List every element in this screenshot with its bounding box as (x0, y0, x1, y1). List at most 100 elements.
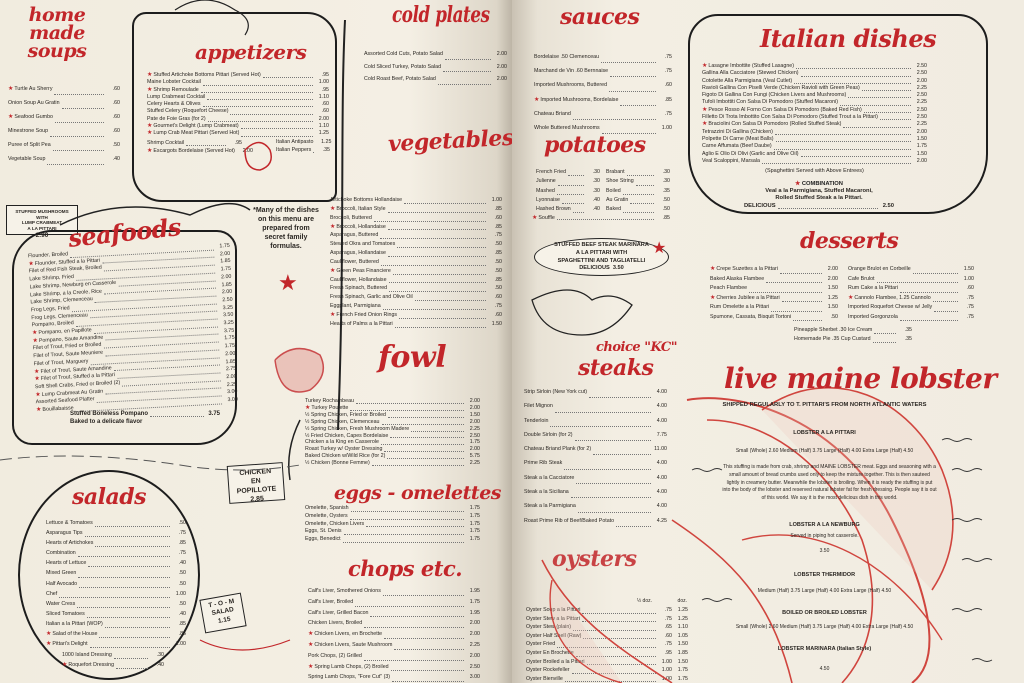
menu-item-price: .60 (112, 100, 120, 106)
menu-item-price: .60 (664, 82, 672, 89)
dotted-leader (557, 184, 584, 186)
menu-item-price: .75 (664, 68, 672, 75)
secret-formulas-note: *Many of the dishes on this menu are pre… (253, 207, 319, 251)
menu-item-name: Eggs, St. Denis (305, 528, 342, 536)
menu-item-label: Whole Buttered Mushrooms (534, 125, 600, 132)
menu-item-name: Strip Sirloin (New York cut) (524, 385, 587, 399)
sauces-list: Bordelaise .50 Clemenceau .75 Marchand de … (534, 50, 672, 135)
menu-item-price: 1.00 (175, 641, 186, 648)
dotted-leader (581, 621, 656, 623)
menu-item-label: Steak a la Cacciatore (524, 474, 575, 481)
menu-item: Broccoli, Buttered.60 (330, 214, 502, 223)
lobster-newburg-name: LOBSTER A LA NEWBURG (789, 522, 860, 528)
dotted-leader (399, 317, 486, 319)
dotted-leader (382, 308, 486, 310)
menu-item-name: Stuffed Celery (Roquefort Cheese) (147, 108, 228, 115)
menu-item-name: Marchand de Vin .60 Bernnaise (534, 64, 608, 78)
dotted-leader (262, 77, 313, 79)
menu-item-name: Hearts of Palms a la Pittari (330, 320, 393, 329)
menu-item-name: Shrimp Cocktail (147, 139, 184, 147)
menu-item: Italian a la Pittari (WOP).85 (46, 619, 186, 629)
menu-item: Cotolette Alla Parmigiana (Veal Cutlet)2… (702, 78, 927, 85)
menu-item-price: 2.50 (916, 106, 927, 113)
menu-item-price: 2.50 (916, 92, 927, 99)
menu-item-label: ½ Spring Chicken, Clemenceau (305, 418, 380, 425)
menu-item-label: Lyonnaise (536, 196, 560, 203)
dotted-leader (411, 430, 464, 432)
menu-item-label: Onion Soup Au Gratin (8, 100, 60, 106)
menu-item-price: .60 (112, 86, 120, 92)
menu-item-name: Orange Brulot en Corbeille (848, 265, 911, 275)
menu-item-label: Lasagne Imbottite (Stuffed Lasagne) (708, 63, 794, 69)
dotted-leader (800, 75, 911, 77)
menu-item-name: Lump Crabmeat Cocktail (147, 94, 205, 101)
menu-item-name: ★Broccoli, Italian Style (330, 205, 386, 214)
menu-item-price: .65 (664, 624, 672, 631)
lobster-subtitle: SHIPPED REGULARLY TO T. PITTARI'S FROM N… (722, 402, 927, 408)
menu-item-name: ★Chicken Livers, Saute Mushroom (308, 640, 392, 651)
menu-item-price: 2.00 (916, 128, 927, 135)
menu-item-label: Cherries Jubilee a la Pittari (716, 294, 780, 301)
menu-item: ★Gourmet's Delight (Lump Crabmeat)1.10 (147, 123, 329, 130)
menu-item-price: 7.75 (656, 431, 667, 438)
menu-item-name: Bordelaise .50 Clemenceau (534, 50, 599, 64)
dotted-leader (571, 672, 656, 674)
menu-item-price-dozen: 1.75 (677, 667, 688, 674)
menu-item: Tufoli Imbottiti Con Salsa Di Pomodoro (… (702, 99, 927, 106)
star-icon: ★ (147, 86, 153, 93)
lobster-pittari-name: LOBSTER A LA PITTARI (793, 430, 856, 436)
menu-item-label: Roast Prime Rib of Beef/Baked Potato (524, 517, 615, 524)
menu-item-name: Puree of Split Pea (8, 138, 51, 152)
dotted-leader (382, 594, 464, 596)
menu-item-price: .30 (156, 652, 164, 658)
dotted-leader (572, 119, 656, 121)
dotted-leader (387, 211, 486, 213)
menu-item-name: Hashed Brown (536, 205, 571, 214)
menu-item-price: 4.00 (656, 503, 667, 510)
special-line: DELICIOUS (579, 265, 610, 272)
dotted-leader (574, 440, 651, 442)
menu-item-name: Chateau Briand Plank (for 2) (524, 442, 591, 456)
lobster-boiled-sizes: Small (Whole) 2.60 Medium (Half) 3.75 La… (735, 624, 914, 630)
menu-item-name: Chef (46, 589, 57, 599)
menu-item-name: Cafe Brulot (848, 275, 875, 285)
menu-item-name: ★Turtle Au Sherry (8, 82, 52, 96)
menu-item: Brabant.30 (606, 168, 670, 177)
dotted-leader (863, 112, 911, 114)
dotted-leader (54, 122, 104, 123)
menu-item-label: Half Avocado (46, 580, 78, 587)
dotted-leader (583, 638, 656, 640)
appetizers-extra-list: Shrimp Cocktail.95★Escargots Bordelaise … (147, 139, 253, 155)
menu-item-name: ★Green Peas Financiere (330, 267, 391, 276)
menu-item: Baked Chicken w/Wild Rice (for 2)5.75 (305, 453, 480, 460)
dotted-leader (387, 458, 464, 460)
menu-item-label: Tufoli Imbottiti Con Salsa Di Pomodoro (… (702, 99, 839, 106)
menu-item-price: 1.00 (491, 197, 502, 203)
menu-item-price: .40 (592, 206, 600, 213)
dotted-leader (99, 637, 170, 639)
menu-item-label: Bordelaise .50 Clemenceau (534, 54, 600, 60)
menu-item-name: Baked Alaska Flambee (710, 275, 764, 285)
menu-item-label: Chicken a la King en Casserole (305, 439, 379, 446)
menu-item-name: Ravioli Gallina Con Piselli Verde (Chick… (702, 85, 860, 92)
menu-item: Gallina Alla Cacciatore (Stewed Chicken)… (702, 70, 927, 77)
menu-item-label: Vegetable Soup (8, 156, 46, 162)
special-line: Stuffed Boneless Pompano (70, 411, 149, 417)
menu-item-name: Stewed Okra and Tomatoes (330, 240, 395, 249)
dotted-leader (116, 668, 148, 669)
menu-item-name: ★Escargots Bordelaise (Served Hot) (147, 147, 235, 155)
menu-item-price: 4.00 (656, 460, 667, 467)
dotted-leader (202, 106, 313, 108)
